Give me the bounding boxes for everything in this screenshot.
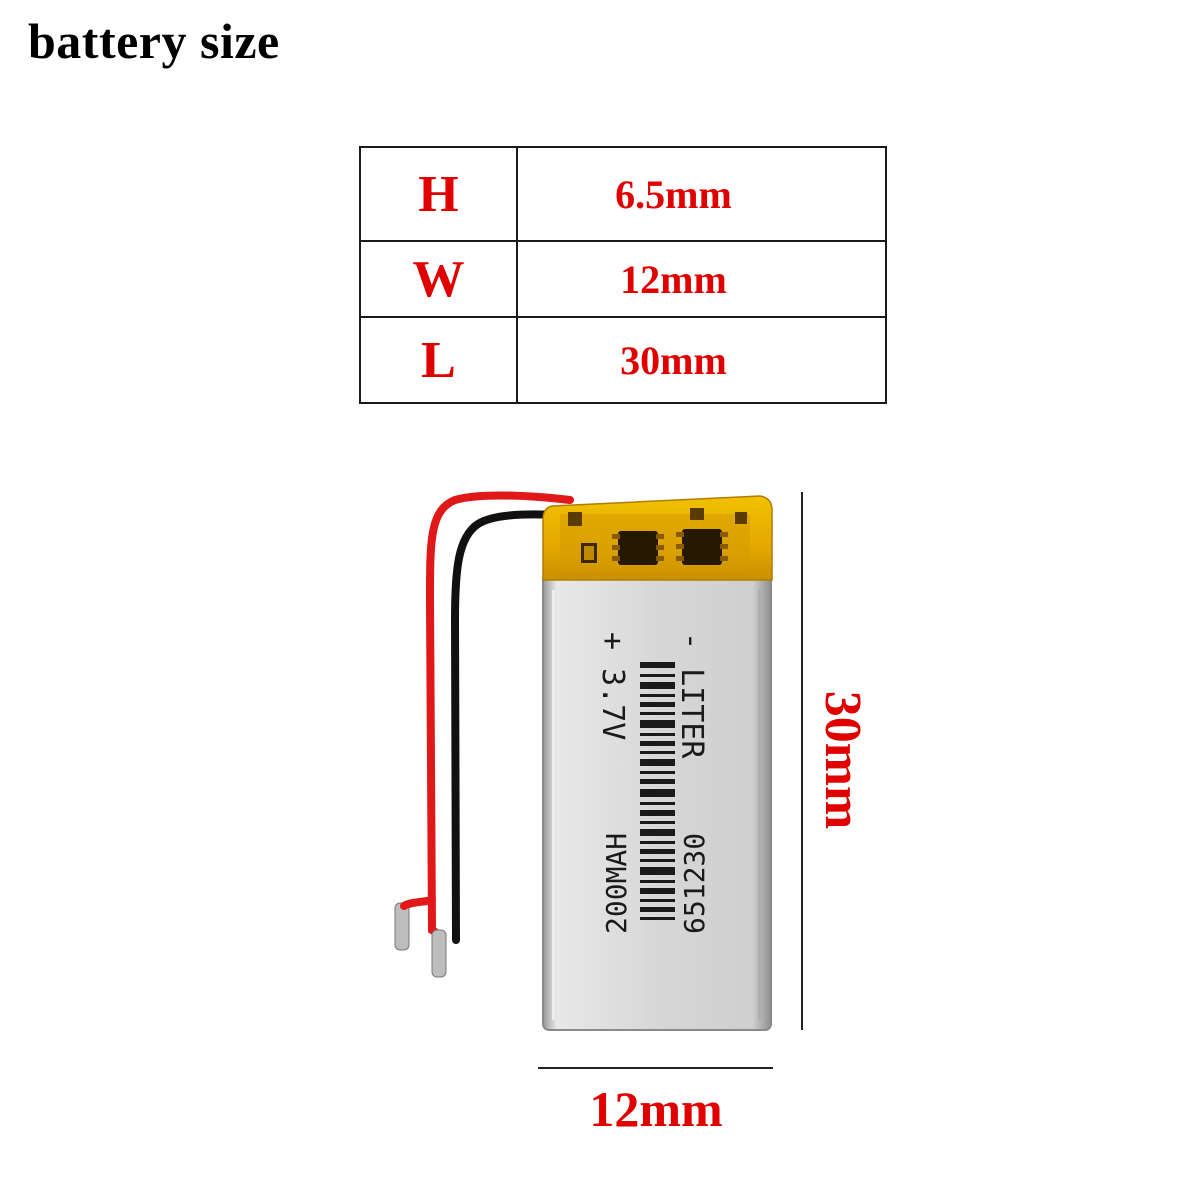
cell-marking-model: 651230 (678, 833, 711, 934)
width-dimension-label: 12mm (589, 1081, 722, 1137)
barcode (640, 662, 675, 920)
chip-icon-2 (682, 529, 722, 565)
dimension-label-l: L (359, 316, 518, 404)
table-row-width: W 12mm (359, 240, 887, 318)
chip-icon (618, 531, 658, 565)
table-row-length: L 30mm (359, 316, 887, 404)
table-row-height: H 6.5mm (359, 146, 887, 242)
cell-marking-capacity: 200MAH (600, 833, 633, 934)
red-wire-tip (394, 902, 410, 951)
length-dimension-label: 30mm (814, 691, 871, 830)
cell-marking-negative: - LITER (674, 632, 709, 759)
dimension-label-w: W (359, 240, 518, 318)
dimension-value-w: 12mm (516, 240, 887, 318)
page-title: battery size (28, 13, 280, 69)
black-wire-tip (431, 929, 447, 978)
cell-marking-positive: + 3.7V (595, 632, 630, 740)
dimension-value-l: 30mm (516, 316, 887, 404)
dimension-value-h: 6.5mm (516, 146, 887, 242)
dimension-table: H 6.5mm W 12mm L 30mm (359, 146, 887, 404)
dimension-label-h: H (359, 146, 518, 242)
red-wire (425, 491, 574, 939)
